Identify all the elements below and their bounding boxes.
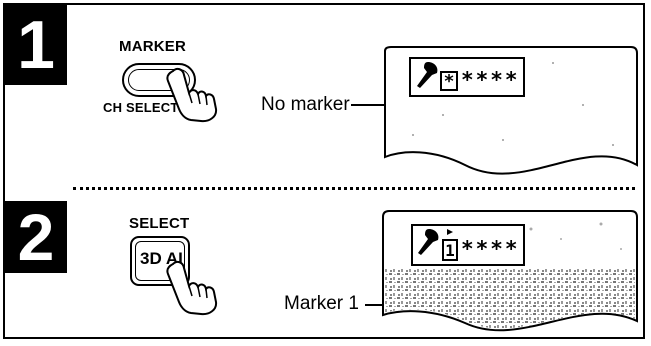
instruction-panel: 1 MARKER CH SELECT No marker * **** 2 SE…	[3, 3, 645, 339]
channel-stars: ****	[461, 68, 520, 92]
channel-stars: ****	[461, 237, 520, 261]
button-label: MARKER	[119, 38, 186, 55]
step-divider	[73, 187, 635, 190]
cursor-arrow-icon	[446, 228, 454, 236]
marker-pin-icon	[414, 60, 442, 90]
pressing-hand-icon	[165, 67, 227, 123]
marker-indicator: *	[440, 71, 458, 91]
callout-label: Marker 1	[284, 293, 359, 315]
step-number-badge: 1	[5, 5, 67, 85]
marker-indicator: 1	[442, 239, 458, 261]
pressing-hand-icon	[165, 260, 227, 316]
marker-pin-icon	[415, 227, 443, 257]
step-number-badge: 2	[5, 201, 67, 273]
callout-label: No marker	[261, 94, 350, 116]
button-label: SELECT	[129, 215, 189, 232]
